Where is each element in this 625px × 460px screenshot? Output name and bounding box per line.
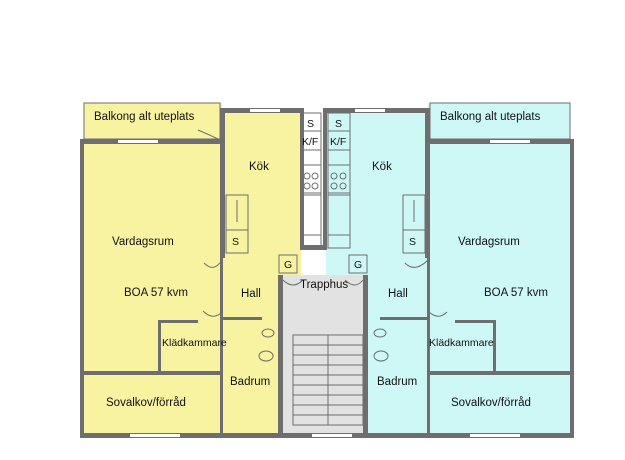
left-hall-fill bbox=[222, 255, 283, 435]
right-stove bbox=[327, 164, 351, 194]
wall bbox=[220, 255, 223, 437]
window bbox=[312, 434, 352, 437]
right-sink-icon bbox=[373, 350, 389, 362]
door-swing bbox=[197, 129, 221, 141]
right-bath-label: Badrum bbox=[377, 376, 417, 388]
door-swing bbox=[427, 310, 448, 317]
left-sink bbox=[300, 194, 322, 236]
stair-steps bbox=[293, 344, 363, 416]
left-living-label: Vardagsrum bbox=[112, 236, 174, 248]
right-area-label: BOA 57 kvm bbox=[484, 287, 548, 299]
right-closet-label: Klädkammare bbox=[429, 337, 494, 349]
left-wardrobe bbox=[225, 194, 249, 254]
right-living-label: Vardagsrum bbox=[458, 236, 520, 248]
wall bbox=[158, 320, 161, 373]
window bbox=[118, 140, 158, 143]
door-swing bbox=[282, 279, 304, 286]
left-g-box bbox=[278, 254, 298, 274]
wall bbox=[380, 317, 428, 320]
wall bbox=[570, 139, 574, 437]
right-kf: K/F bbox=[330, 136, 346, 148]
wall bbox=[80, 371, 222, 375]
left-balcony-outline bbox=[83, 102, 221, 140]
right-g: G bbox=[354, 259, 362, 271]
wall bbox=[363, 275, 368, 437]
right-toilet-icon bbox=[373, 328, 387, 338]
left-area-label: BOA 57 kvm bbox=[124, 287, 188, 299]
window bbox=[355, 109, 385, 112]
door-swing bbox=[344, 279, 364, 286]
left-balcony-label: Balkong alt uteplats bbox=[94, 111, 195, 123]
right-bedroom-label: Sovalkov/förråd bbox=[451, 397, 531, 409]
right-balcony-label: Balkong alt uteplats bbox=[440, 111, 541, 123]
wall bbox=[80, 139, 84, 437]
left-bath-label: Badrum bbox=[230, 376, 270, 388]
wall bbox=[278, 275, 283, 437]
wall bbox=[425, 108, 430, 258]
left-s-top: S bbox=[307, 118, 314, 130]
right-hall-fill bbox=[365, 255, 428, 435]
door-swing bbox=[203, 259, 223, 268]
window bbox=[130, 434, 180, 437]
left-stove bbox=[300, 164, 322, 194]
wall bbox=[323, 108, 327, 250]
right-sink bbox=[327, 194, 351, 236]
left-hall-label: Hall bbox=[241, 288, 261, 300]
right-s-wardrobe: S bbox=[409, 236, 416, 248]
left-sink-icon bbox=[258, 350, 274, 362]
wall bbox=[493, 320, 496, 373]
left-living-fill bbox=[84, 143, 222, 435]
window bbox=[470, 434, 520, 437]
right-hall-label: Hall bbox=[388, 288, 408, 300]
wall bbox=[427, 255, 430, 437]
right-g-box bbox=[348, 254, 368, 274]
wall bbox=[158, 320, 198, 323]
right-kitchen-label: Kök bbox=[372, 161, 392, 173]
right-balcony-fill bbox=[428, 103, 570, 143]
left-kitchen-label: Kök bbox=[249, 161, 269, 173]
left-g: G bbox=[284, 259, 292, 271]
left-kf: K/F bbox=[302, 136, 318, 148]
wall bbox=[300, 108, 304, 250]
right-s-top: S bbox=[335, 118, 342, 130]
door-swing bbox=[202, 310, 223, 317]
wall bbox=[455, 320, 495, 323]
left-closet-label: Klädkammare bbox=[162, 337, 227, 349]
window bbox=[490, 140, 530, 143]
wall bbox=[220, 108, 225, 258]
left-s-wardrobe: S bbox=[232, 236, 239, 248]
wall bbox=[222, 317, 262, 320]
left-bedroom-label: Sovalkov/förråd bbox=[106, 397, 186, 409]
window bbox=[250, 109, 280, 112]
right-living-fill bbox=[428, 143, 570, 435]
left-balcony-fill bbox=[84, 103, 222, 143]
left-toilet-icon bbox=[261, 328, 275, 338]
wall bbox=[427, 371, 574, 375]
right-wardrobe bbox=[402, 194, 426, 254]
door-swing bbox=[404, 259, 429, 268]
stairwell-label: Trapphus bbox=[300, 279, 348, 291]
right-balcony-outline bbox=[429, 102, 571, 140]
